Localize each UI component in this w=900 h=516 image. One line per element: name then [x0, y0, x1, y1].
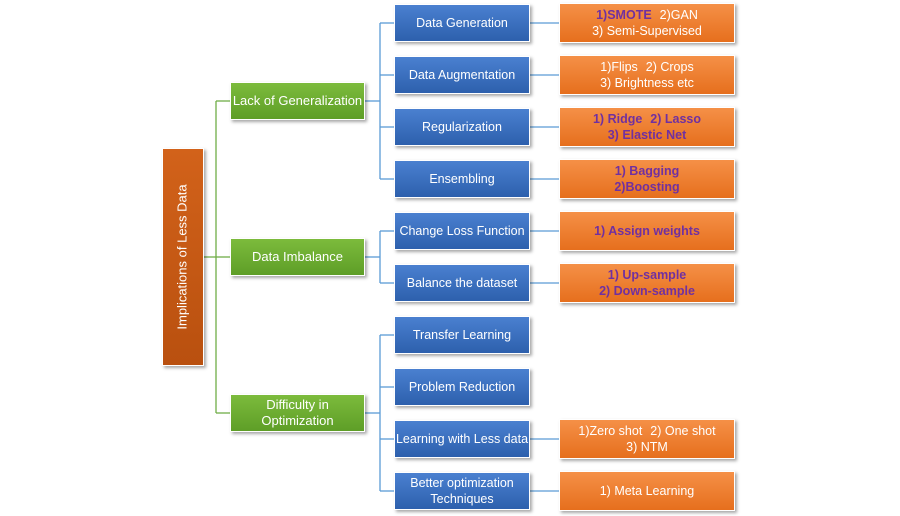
- detail-line: 3) Semi-Supervised: [592, 23, 702, 39]
- detail-item: 1) Ridge: [592, 112, 643, 126]
- technique-balance-the-dataset-label: Balance the dataset: [406, 276, 518, 290]
- technique-balance-the-dataset: Balance the dataset: [394, 264, 530, 302]
- technique-regularization-label: Regularization: [422, 120, 502, 134]
- detail-item: 3) Elastic Net: [607, 128, 687, 142]
- detail-line: 3) Brightness etc: [600, 75, 694, 91]
- detail-ensembling: 1) Bagging 2)Boosting: [559, 159, 735, 199]
- technique-change-loss-function-label: Change Loss Function: [399, 224, 525, 238]
- root-label: Implications of Less Data: [175, 184, 191, 330]
- technique-data-generation: Data Generation: [394, 4, 530, 42]
- detail-line: 1) Meta Learning: [600, 483, 695, 499]
- detail-item: 2) One shot: [650, 424, 716, 438]
- technique-regularization: Regularization: [394, 108, 530, 146]
- detail-item: 1) Bagging: [614, 164, 680, 178]
- detail-regularization: 1) Ridge 2) Lasso 3) Elastic Net: [559, 107, 735, 147]
- category-difficulty-in-optimization: Difficulty in Optimization: [230, 394, 365, 432]
- detail-item: 1)Zero shot: [578, 424, 643, 438]
- category-lack-of-generalization-label: Lack of Generalization: [232, 93, 363, 108]
- technique-ensembling-label: Ensembling: [429, 172, 495, 186]
- detail-item: 2)Boosting: [614, 180, 680, 194]
- root-node: Implications of Less Data: [162, 148, 204, 366]
- technique-change-loss-function: Change Loss Function: [394, 212, 530, 250]
- detail-item: 2) Lasso: [650, 112, 702, 126]
- detail-item: 1) Assign weights: [594, 224, 700, 238]
- technique-better-optimization-techniques: Better optimization Techniques: [394, 472, 530, 510]
- detail-line: 1) Assign weights: [594, 223, 700, 239]
- detail-item: 2)GAN: [659, 8, 698, 22]
- technique-transfer-learning-label: Transfer Learning: [412, 328, 512, 342]
- detail-line: 2)Boosting: [614, 179, 679, 195]
- detail-item: 3) Semi-Supervised: [592, 24, 702, 38]
- detail-line: 2) Down-sample: [599, 283, 695, 299]
- detail-item: 1) Up-sample: [607, 268, 687, 282]
- technique-problem-reduction-label: Problem Reduction: [408, 380, 516, 394]
- detail-item: 1) Meta Learning: [599, 484, 695, 498]
- detail-change-loss-function: 1) Assign weights: [559, 211, 735, 251]
- detail-item: 1)SMOTE: [596, 8, 652, 22]
- detail-line: 1) Ridge 2) Lasso: [593, 111, 701, 127]
- detail-line: 3) NTM: [626, 439, 668, 455]
- category-data-imbalance-label: Data Imbalance: [251, 249, 344, 264]
- detail-data-generation: 1)SMOTE 2)GAN 3) Semi-Supervised: [559, 3, 735, 43]
- detail-item: 3) Brightness etc: [600, 76, 694, 90]
- detail-line: 1)Flips 2) Crops: [600, 59, 693, 75]
- detail-line: 1)Zero shot 2) One shot: [578, 423, 715, 439]
- detail-balance-the-dataset: 1) Up-sample 2) Down-sample: [559, 263, 735, 303]
- category-lack-of-generalization: Lack of Generalization: [230, 82, 365, 120]
- technique-transfer-learning: Transfer Learning: [394, 316, 530, 354]
- category-data-imbalance: Data Imbalance: [230, 238, 365, 276]
- technique-data-generation-label: Data Generation: [416, 16, 508, 30]
- category-difficulty-in-optimization-label: Difficulty in Optimization: [261, 397, 334, 428]
- detail-item: 3) NTM: [626, 440, 668, 454]
- technique-data-augmentation: Data Augmentation: [394, 56, 530, 94]
- detail-better-optimization-techniques: 1) Meta Learning: [559, 471, 735, 511]
- technique-better-optimization-techniques-label: Better optimization Techniques: [410, 476, 514, 506]
- technique-learning-with-less-data: Learning with Less data: [394, 420, 530, 458]
- technique-data-augmentation-label: Data Augmentation: [408, 68, 516, 82]
- detail-line: 1) Bagging: [615, 163, 680, 179]
- detail-data-augmentation: 1)Flips 2) Crops 3) Brightness etc: [559, 55, 735, 95]
- technique-learning-with-less-data-label: Learning with Less data: [395, 432, 529, 446]
- detail-item: 1)Flips: [600, 60, 638, 74]
- technique-problem-reduction: Problem Reduction: [394, 368, 530, 406]
- detail-item: 2) Down-sample: [599, 284, 695, 298]
- technique-ensembling: Ensembling: [394, 160, 530, 198]
- detail-item: 2) Crops: [645, 60, 694, 74]
- detail-line: 1)SMOTE 2)GAN: [596, 7, 698, 23]
- detail-line: 1) Up-sample: [608, 267, 687, 283]
- detail-line: 3) Elastic Net: [608, 127, 687, 143]
- detail-learning-with-less-data: 1)Zero shot 2) One shot 3) NTM: [559, 419, 735, 459]
